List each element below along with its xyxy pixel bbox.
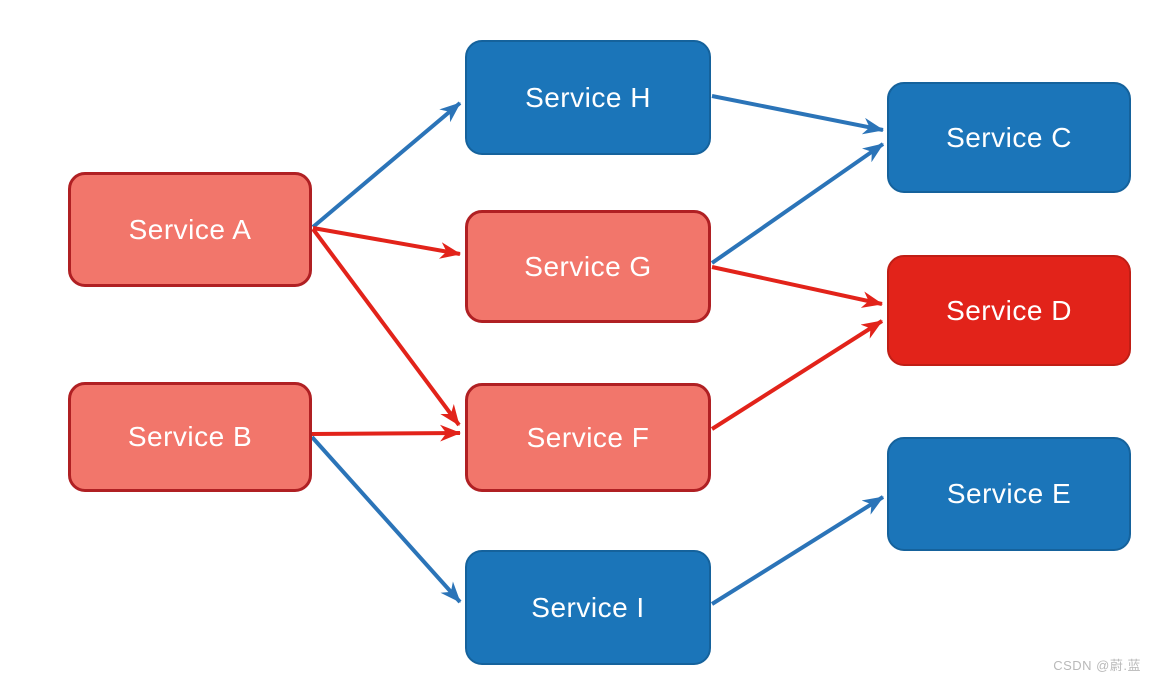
edge-service-h-to-service-c [711,94,885,135]
node-label-service-f: Service F [526,421,650,453]
node-service-g: Service G [465,210,711,323]
edge-service-a-to-service-h [311,101,462,229]
edge-service-g-to-service-c [710,142,885,265]
node-label-service-d: Service D [946,294,1072,326]
node-service-d: Service D [887,255,1131,366]
edge-service-b-to-service-i [310,435,462,604]
node-service-f: Service F [465,383,711,492]
edge-service-b-to-service-f [311,424,462,442]
node-label-service-i: Service I [531,591,645,623]
node-service-b: Service B [68,382,312,492]
edge-service-a-to-service-f [311,227,461,427]
edge-service-f-to-service-d [710,319,884,431]
edge-service-g-to-service-d [711,265,884,308]
node-label-service-e: Service E [946,478,1072,509]
node-label-service-c: Service C [946,121,1072,153]
edge-service-i-to-service-e [710,495,885,606]
edges-group [310,94,885,606]
node-label-service-a: Service A [128,213,252,245]
node-service-c: Service C [887,82,1131,193]
node-service-a: Service A [68,172,312,287]
watermark: CSDN @蔚.蓝 [1053,658,1141,673]
node-label-service-h: Service H [525,81,651,113]
edge-service-a-to-service-g [312,226,462,259]
node-service-h: Service H [465,40,711,155]
node-label-service-g: Service G [524,250,652,282]
node-service-i: Service I [465,550,711,665]
node-service-e: Service E [887,437,1131,551]
node-label-service-b: Service B [127,421,253,452]
